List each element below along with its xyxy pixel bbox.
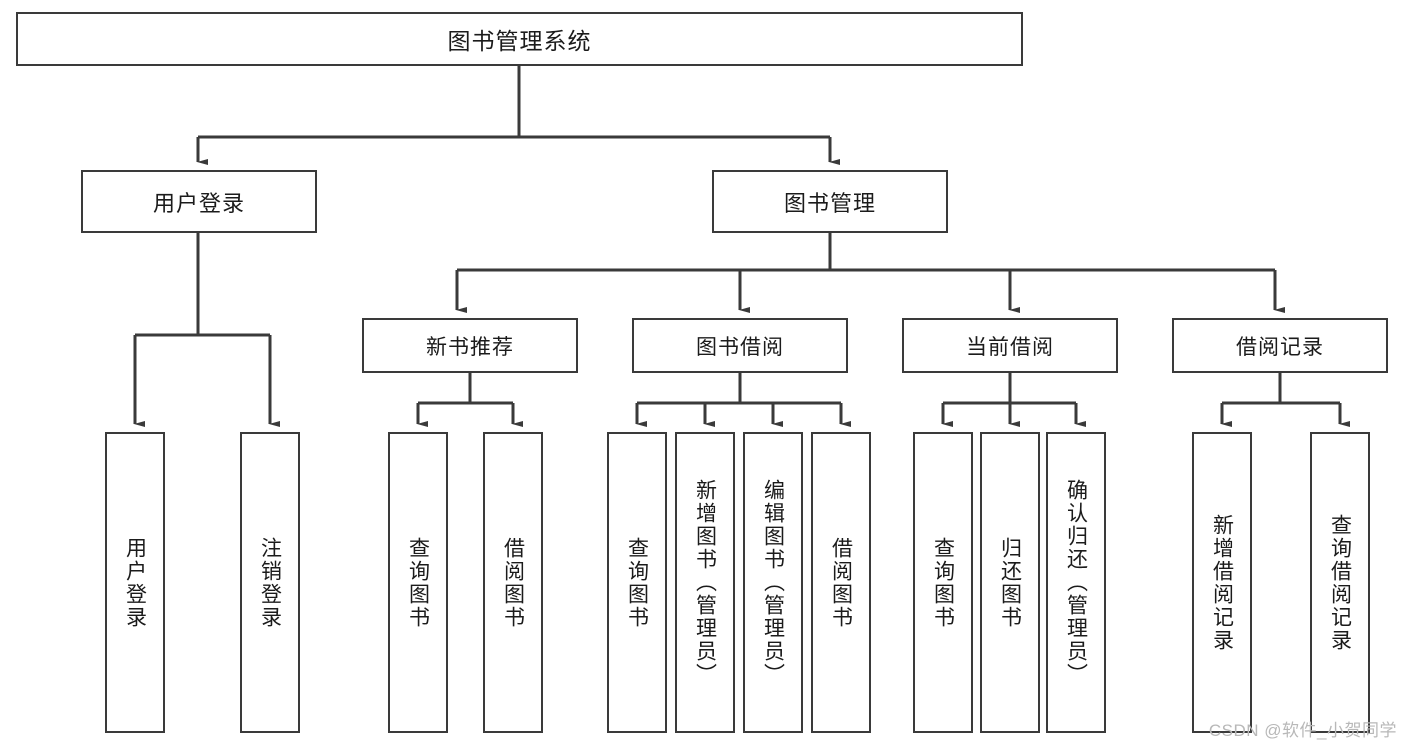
- leaf-book-borrow-2-label: 新增图书（管理员）: [693, 479, 717, 686]
- node-new-book-recommend[interactable]: 新书推荐: [362, 318, 578, 373]
- leaf-book-borrow-4-label: 借阅图书: [829, 536, 853, 629]
- node-book-borrow[interactable]: 图书借阅: [632, 318, 848, 373]
- leaf-new-book-1-label: 查询图书: [406, 536, 430, 629]
- node-book-manage-label: 图书管理: [783, 190, 876, 216]
- leaf-user-login-1-label: 用户登录: [123, 536, 147, 629]
- node-user-login[interactable]: 用户登录: [81, 170, 317, 233]
- leaf-current-borrow-3-label: 确认归还（管理员）: [1064, 479, 1088, 686]
- leaf-book-borrow-1-label: 查询图书: [625, 536, 649, 629]
- node-root[interactable]: 图书管理系统: [16, 12, 1023, 66]
- leaf-current-borrow-1-label: 查询图书: [931, 536, 955, 629]
- leaf-user-login-1[interactable]: 用户登录: [105, 432, 165, 733]
- node-book-manage[interactable]: 图书管理: [712, 170, 948, 233]
- node-book-borrow-label: 图书借阅: [696, 335, 784, 359]
- leaf-book-borrow-4[interactable]: 借阅图书: [811, 432, 871, 733]
- leaf-book-borrow-2[interactable]: 新增图书（管理员）: [675, 432, 735, 733]
- leaf-user-login-2-label: 注销登录: [258, 536, 282, 629]
- watermark: CSDN @软件_小贺同学: [1208, 721, 1397, 740]
- leaf-current-borrow-2[interactable]: 归还图书: [980, 432, 1040, 733]
- leaf-book-borrow-3[interactable]: 编辑图书（管理员）: [743, 432, 803, 733]
- node-current-borrow[interactable]: 当前借阅: [902, 318, 1118, 373]
- leaf-borrow-record-1[interactable]: 新增借阅记录: [1192, 432, 1252, 733]
- leaf-user-login-2[interactable]: 注销登录: [240, 432, 300, 733]
- leaf-borrow-record-1-label: 新增借阅记录: [1210, 513, 1234, 652]
- leaf-current-borrow-1[interactable]: 查询图书: [913, 432, 973, 733]
- leaf-new-book-1[interactable]: 查询图书: [388, 432, 448, 733]
- leaf-new-book-2[interactable]: 借阅图书: [483, 432, 543, 733]
- leaf-book-borrow-3-label: 编辑图书（管理员）: [761, 479, 785, 686]
- node-root-label: 图书管理系统: [447, 28, 592, 54]
- leaf-borrow-record-2-label: 查询借阅记录: [1328, 513, 1352, 652]
- leaf-current-borrow-3[interactable]: 确认归还（管理员）: [1046, 432, 1106, 733]
- leaf-current-borrow-2-label: 归还图书: [998, 536, 1022, 629]
- leaf-book-borrow-1[interactable]: 查询图书: [607, 432, 667, 733]
- leaf-new-book-2-label: 借阅图书: [501, 536, 525, 629]
- node-user-login-label: 用户登录: [152, 190, 245, 216]
- node-current-borrow-label: 当前借阅: [966, 335, 1054, 359]
- node-new-book-recommend-label: 新书推荐: [426, 335, 514, 359]
- node-borrow-record[interactable]: 借阅记录: [1172, 318, 1388, 373]
- leaf-borrow-record-2[interactable]: 查询借阅记录: [1310, 432, 1370, 733]
- node-borrow-record-label: 借阅记录: [1236, 335, 1324, 359]
